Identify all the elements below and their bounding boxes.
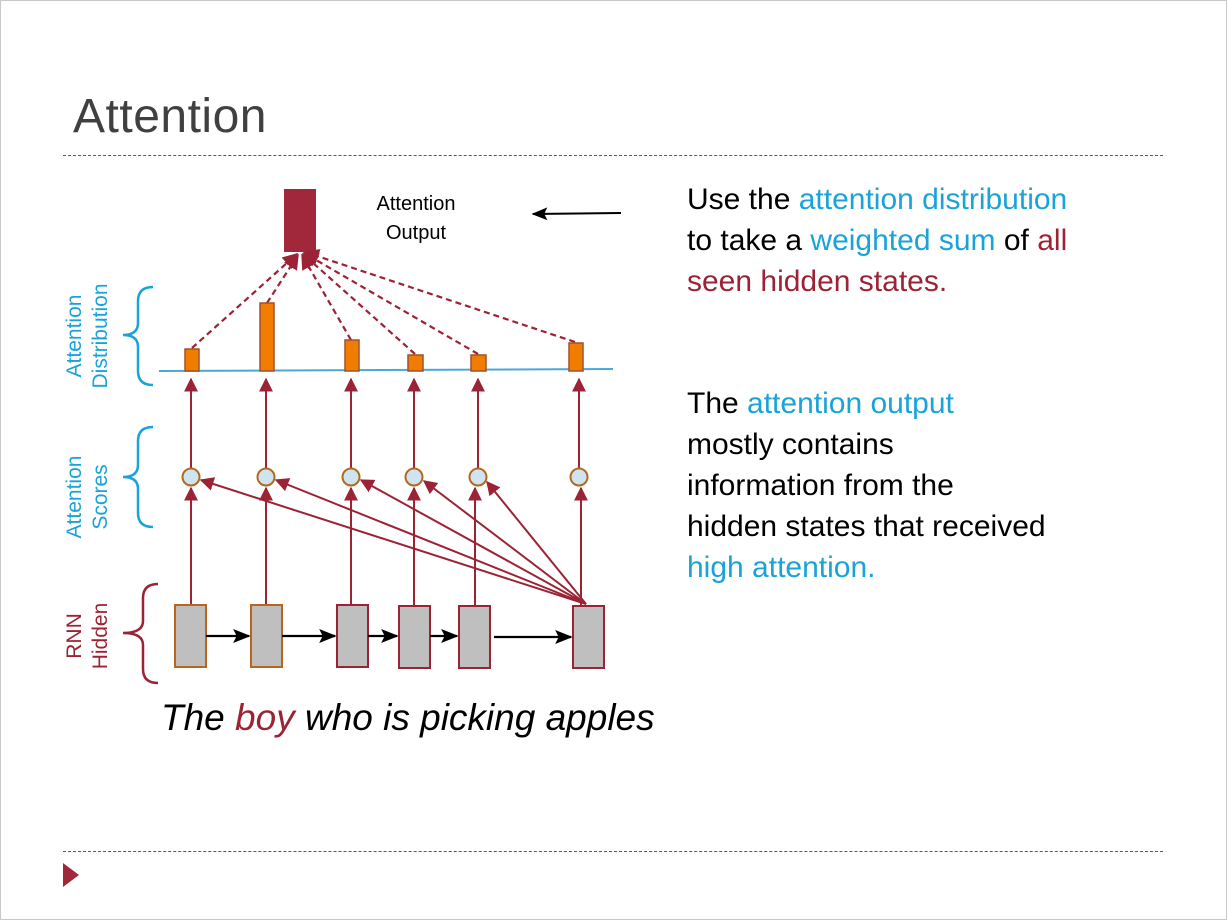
distribution-bar bbox=[184, 348, 200, 372]
distribution-label-line2: Distribution bbox=[89, 283, 112, 388]
triangle-right-icon bbox=[63, 863, 79, 887]
p2-highlight-high-attention: high attention. bbox=[687, 551, 876, 584]
scores-bracket bbox=[122, 425, 154, 529]
score-node bbox=[468, 467, 488, 487]
hidden-state-box bbox=[398, 605, 431, 669]
explanation-paragraph-1: Use the attention distribution to take a… bbox=[687, 179, 1087, 302]
scores-label-line2: Scores bbox=[89, 464, 112, 529]
sentence-rest: who is picking apples bbox=[294, 697, 655, 738]
weighted-sum-arrow bbox=[302, 252, 479, 355]
slide-title: Attention bbox=[73, 90, 267, 143]
weighted-sum-arrow bbox=[301, 253, 352, 341]
distribution-bar bbox=[407, 354, 424, 372]
hidden-state-box bbox=[572, 605, 605, 669]
hidden-label-line2: Hidden bbox=[89, 603, 112, 670]
bottom-divider bbox=[63, 851, 1163, 852]
weighted-sum-arrow bbox=[266, 253, 299, 304]
hidden-bracket bbox=[122, 582, 159, 685]
distribution-bar bbox=[568, 342, 584, 372]
distribution-bracket bbox=[122, 285, 154, 387]
attention-output-block bbox=[284, 189, 316, 252]
weighted-sum-arrow bbox=[191, 252, 299, 349]
attention-distribution-bars bbox=[184, 302, 584, 372]
decoder-arrow bbox=[359, 479, 587, 605]
p1-highlight-weighted-sum: weighted sum bbox=[810, 224, 996, 257]
distribution-label-line1: Attention bbox=[63, 295, 86, 378]
decoder-arrow bbox=[486, 480, 587, 605]
sentence-word-boy: boy bbox=[235, 697, 295, 738]
attention-score-nodes bbox=[181, 467, 589, 487]
hidden-state-box bbox=[174, 604, 207, 668]
rnn-hidden-states bbox=[174, 604, 605, 669]
distribution-baseline bbox=[158, 368, 614, 372]
p1-highlight-attention-distribution: attention distribution bbox=[798, 183, 1068, 216]
hidden-label: RNN Hidden bbox=[63, 603, 112, 670]
attention-output-label-line1: Attention bbox=[377, 193, 456, 215]
recurrent-arrows bbox=[206, 628, 573, 645]
score-node bbox=[569, 467, 589, 487]
hidden-state-box bbox=[458, 605, 491, 669]
score-to-distribution-arrows bbox=[184, 377, 586, 469]
distribution-bar bbox=[344, 339, 360, 372]
hidden-to-score-arrows bbox=[184, 486, 588, 605]
score-node bbox=[256, 467, 276, 487]
p2-highlight-attention-output: attention output bbox=[747, 387, 954, 420]
top-divider bbox=[63, 155, 1163, 156]
arrow-left-icon bbox=[531, 207, 622, 221]
p1-segment: to take a bbox=[687, 224, 811, 257]
attention-output-label-line2: Output bbox=[386, 222, 446, 244]
distribution-bar bbox=[470, 354, 487, 372]
decoder-arrow bbox=[274, 478, 587, 605]
sentence-word-the: The bbox=[161, 697, 236, 738]
scores-label-line1: Attention bbox=[63, 456, 86, 539]
decoder-arrow bbox=[199, 477, 587, 605]
scores-label: Attention Scores bbox=[63, 456, 112, 539]
score-node bbox=[341, 467, 361, 487]
distribution-bar bbox=[259, 302, 275, 372]
p1-segment: Use the bbox=[687, 183, 799, 216]
weighted-sum-arrow bbox=[303, 249, 576, 344]
distribution-label: Attention Distribution bbox=[63, 283, 112, 388]
example-sentence: The boy who is picking apples bbox=[161, 697, 655, 739]
hidden-state-box bbox=[336, 604, 369, 668]
p1-highlight-hidden-states: all seen hidden states. bbox=[687, 224, 1068, 298]
p2-segment: mostly contains information from the hid… bbox=[687, 428, 1046, 543]
score-node bbox=[181, 467, 201, 487]
score-node bbox=[404, 467, 424, 487]
weighted-sum-arrow bbox=[301, 252, 416, 355]
explanation-paragraph-2: The attention output mostly contains inf… bbox=[687, 383, 1047, 588]
p2-segment: The bbox=[687, 387, 748, 420]
decoder-arrow bbox=[422, 480, 587, 605]
decoder-to-score-arrows bbox=[199, 477, 587, 605]
weighted-sum-arrows bbox=[191, 249, 576, 355]
hidden-label-line1: RNN bbox=[63, 613, 86, 659]
p1-segment: of bbox=[995, 224, 1038, 257]
hidden-state-box bbox=[250, 604, 283, 668]
